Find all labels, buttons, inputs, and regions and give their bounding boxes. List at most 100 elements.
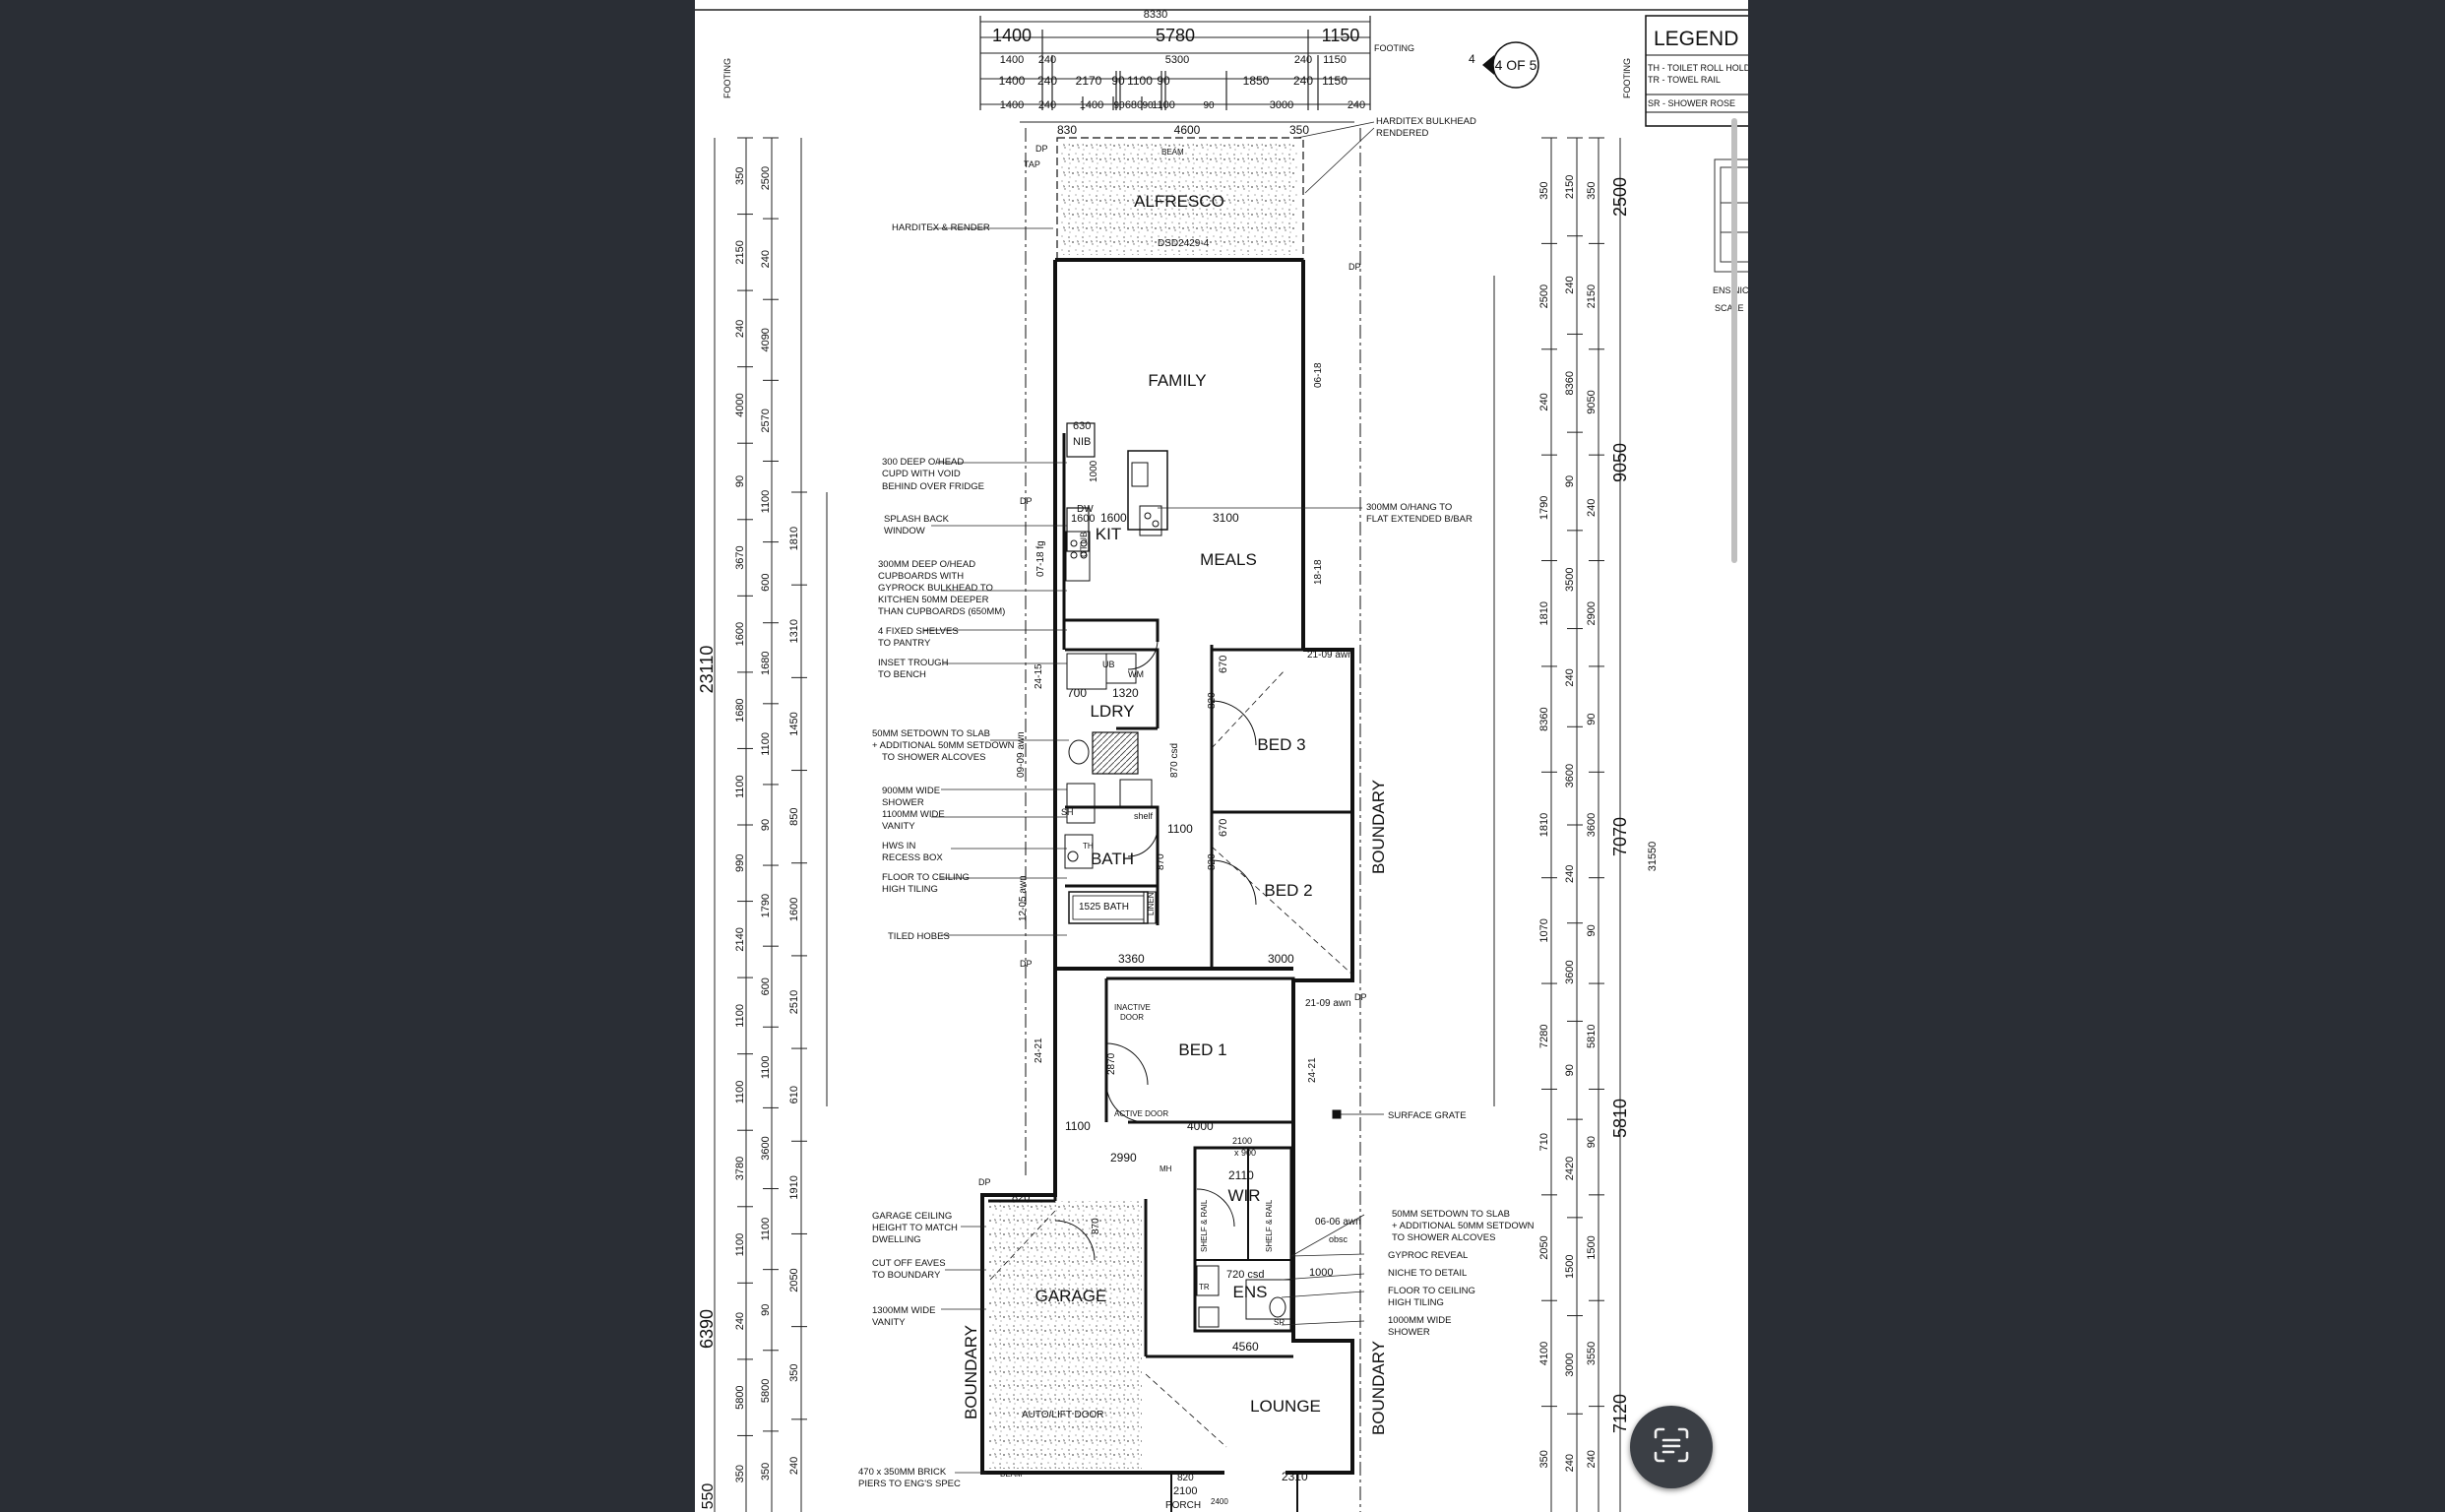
svg-text:TH: TH	[1083, 842, 1094, 850]
dimension-value: 610	[788, 1086, 800, 1103]
top-dimension-strings	[979, 16, 1371, 123]
dimension-value: 3600	[1586, 813, 1598, 837]
svg-text:SPLASH BACK: SPLASH BACK	[884, 514, 950, 525]
svg-text:HWS IN: HWS IN	[882, 841, 915, 851]
dimension-value: 240	[1586, 499, 1598, 517]
dimension-value: 5800	[760, 1379, 772, 1403]
svg-text:CUT OFF EAVES: CUT OFF EAVES	[872, 1258, 946, 1269]
svg-text:1100: 1100	[1065, 1119, 1091, 1133]
svg-text:350: 350	[1289, 123, 1309, 137]
dimension-value: 4090	[760, 328, 772, 351]
dimension-value: 2500	[760, 166, 772, 190]
svg-text:31550: 31550	[1647, 842, 1659, 872]
svg-text:GYPROC REVEAL: GYPROC REVEAL	[1388, 1250, 1468, 1261]
svg-text:DP: DP	[1348, 262, 1361, 272]
svg-text:shelf: shelf	[1134, 811, 1154, 821]
scrollbar-thumb[interactable]	[1731, 118, 1737, 563]
svg-text:HARDITEX BULKHEAD: HARDITEX BULKHEAD	[1376, 116, 1476, 127]
lens-button[interactable]	[1630, 1406, 1713, 1488]
svg-text:240: 240	[1037, 74, 1057, 88]
svg-text:1400: 1400	[1080, 99, 1103, 111]
svg-text:1400: 1400	[992, 26, 1032, 45]
svg-text:240: 240	[1293, 74, 1313, 88]
svg-text:DWELLING: DWELLING	[872, 1234, 921, 1245]
dimension-value: 240	[788, 1457, 800, 1475]
dimension-value: 1500	[1586, 1235, 1598, 1259]
svg-text:CUPBOARDS WITH: CUPBOARDS WITH	[878, 571, 964, 582]
svg-text:WM: WM	[1128, 669, 1144, 679]
room-family: FAMILY	[1148, 371, 1206, 390]
svg-text:DP: DP	[1020, 496, 1033, 506]
dimension-value: 8360	[1538, 707, 1550, 730]
svg-text:DW: DW	[1077, 504, 1094, 515]
svg-text:FLOOR TO CEILING: FLOOR TO CEILING	[882, 872, 970, 883]
svg-text:SHELF & RAIL: SHELF & RAIL	[1200, 1199, 1209, 1252]
svg-text:4 OF 5: 4 OF 5	[1495, 57, 1537, 73]
dimension-value: 240	[1564, 1454, 1576, 1472]
svg-text:CT.UB: CT.UB	[1079, 532, 1089, 557]
svg-text:2100: 2100	[1173, 1485, 1197, 1497]
svg-text:WINDOW: WINDOW	[884, 526, 925, 536]
room-garage: GARAGE	[1035, 1287, 1107, 1305]
dimension-value: 90	[760, 819, 772, 831]
svg-text:1320: 1320	[1112, 686, 1139, 700]
svg-text:1600: 1600	[1071, 513, 1095, 525]
dimension-value: 1100	[760, 732, 772, 756]
dimension-value-major: 7120	[1610, 1394, 1630, 1433]
dimension-value: 350	[788, 1364, 800, 1382]
room-lounge: LOUNGE	[1250, 1397, 1321, 1416]
dimension-value: 350	[1538, 182, 1550, 200]
dimension-value: 90	[1564, 475, 1576, 487]
svg-text:2870: 2870	[1106, 1052, 1117, 1075]
sheet-reference-marker: 4 4 OF 5	[1469, 41, 1539, 89]
svg-text:BEAM: BEAM	[1161, 148, 1184, 157]
svg-text:DOOR: DOOR	[1120, 1013, 1144, 1022]
dimension-value: 90	[1586, 924, 1598, 936]
dimension-value-major: 5810	[1610, 1099, 1630, 1138]
svg-text:240: 240	[1038, 99, 1056, 111]
dimension-value: 1810	[788, 527, 800, 550]
dimension-value: 2900	[1586, 601, 1598, 625]
svg-text:720 csd: 720 csd	[1226, 1269, 1265, 1281]
dimension-value: 350	[734, 1465, 746, 1482]
svg-text:5780: 5780	[1156, 26, 1195, 45]
dimension-value: 1310	[788, 619, 800, 643]
svg-text:21-09 awn: 21-09 awn	[1305, 998, 1351, 1009]
svg-text:07-18 fg: 07-18 fg	[1035, 540, 1046, 577]
svg-text:FOOTING: FOOTING	[1374, 43, 1414, 53]
svg-text:670: 670	[1218, 819, 1229, 837]
svg-text:90: 90	[1157, 74, 1170, 88]
right-dim-col-c: 3502150905024029009036009058109015003550…	[1586, 137, 1604, 1468]
svg-text:830: 830	[1057, 123, 1077, 137]
svg-text:24-21: 24-21	[1034, 1038, 1044, 1063]
dimension-value: 5800	[734, 1385, 746, 1409]
svg-text:INSET TROUGH: INSET TROUGH	[878, 658, 949, 668]
dimension-value: 3600	[760, 1136, 772, 1160]
dimension-value: 2570	[760, 409, 772, 432]
dimension-value: 1100	[760, 1218, 772, 1241]
svg-text:2170: 2170	[1076, 74, 1102, 88]
svg-text:MH: MH	[1160, 1165, 1172, 1173]
dimension-value: 90	[760, 1304, 772, 1316]
room-ens: ENS	[1233, 1283, 1268, 1301]
dimension-value: 1600	[788, 898, 800, 921]
svg-text:870: 870	[1091, 1218, 1101, 1234]
svg-text:+ ADDITIONAL 50MM SETDOWN: + ADDITIONAL 50MM SETDOWN	[872, 740, 1015, 751]
dimension-value: 240	[1538, 393, 1550, 410]
dimension-value: 710	[1538, 1133, 1550, 1151]
dimension-value: 7280	[1538, 1025, 1550, 1048]
svg-text:670: 670	[1218, 656, 1229, 673]
svg-text:06-18: 06-18	[1313, 362, 1324, 388]
dimension-value: 3550	[1586, 1342, 1598, 1365]
svg-text:GYPROCK BULKHEAD TO: GYPROCK BULKHEAD TO	[878, 583, 993, 594]
svg-text:12-05 awn: 12-05 awn	[1018, 875, 1029, 921]
dimension-value: 1680	[734, 698, 746, 722]
svg-text:1150: 1150	[1323, 54, 1347, 66]
dimension-value: 1100	[734, 1004, 746, 1028]
dimension-value: 90	[1586, 1136, 1598, 1148]
dimension-value: 240	[1564, 865, 1576, 883]
dimension-value: 240	[1564, 668, 1576, 686]
dimension-value: 5810	[1586, 1025, 1598, 1048]
